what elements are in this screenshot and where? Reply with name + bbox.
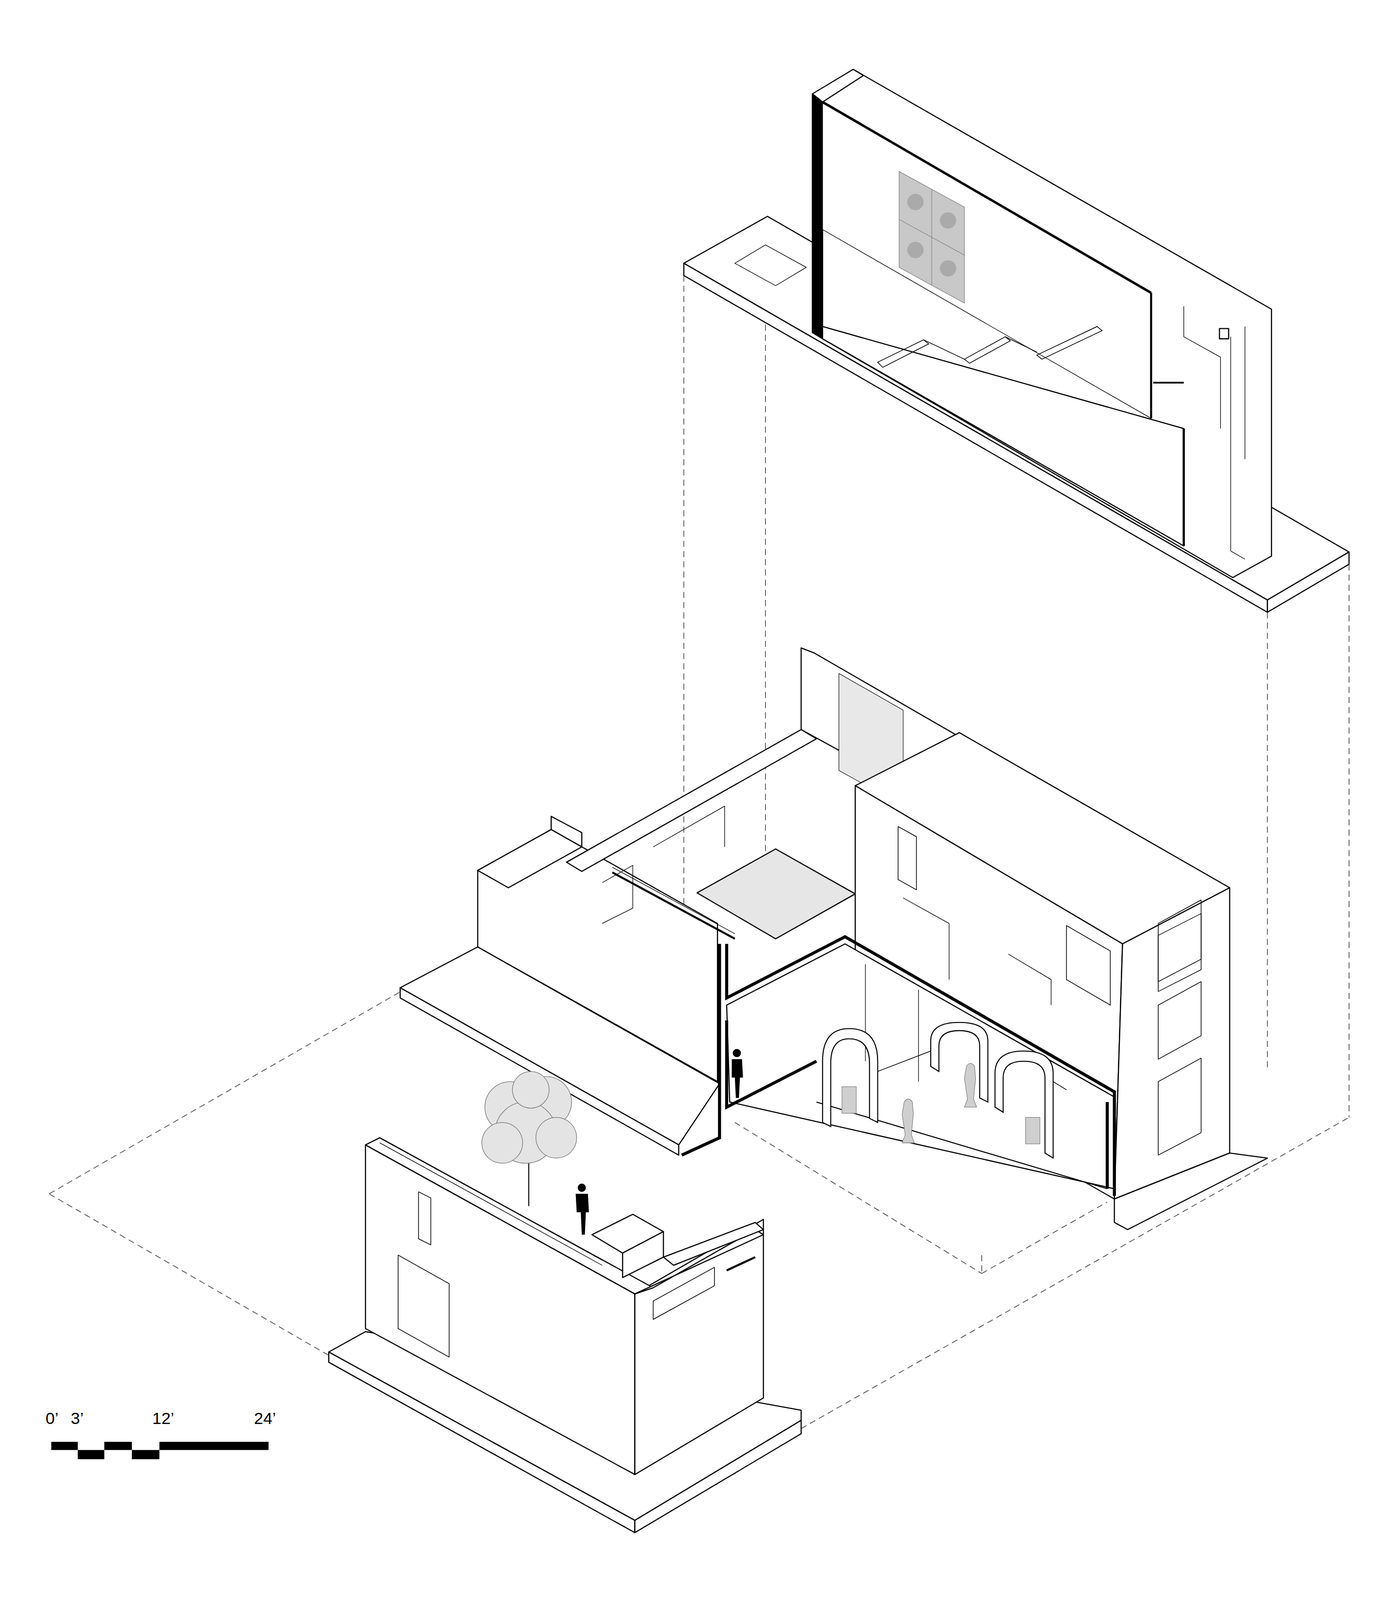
statues bbox=[842, 1063, 1040, 1144]
scale-label: 3’ bbox=[70, 1409, 84, 1427]
people bbox=[575, 1049, 743, 1235]
lower-volume bbox=[328, 1137, 801, 1533]
tree bbox=[481, 1071, 577, 1207]
scale-label: 12’ bbox=[152, 1409, 175, 1427]
stair-steps bbox=[877, 326, 1102, 367]
scale-bar bbox=[51, 1441, 269, 1460]
scale-label: 24’ bbox=[254, 1409, 276, 1427]
section-cut bbox=[681, 936, 1115, 1196]
wall-artwork bbox=[899, 171, 965, 303]
ground-floor bbox=[399, 647, 1268, 1230]
scale-label: 0’ bbox=[45, 1409, 59, 1427]
upper-floor bbox=[684, 69, 1350, 613]
arches bbox=[822, 1022, 1067, 1159]
